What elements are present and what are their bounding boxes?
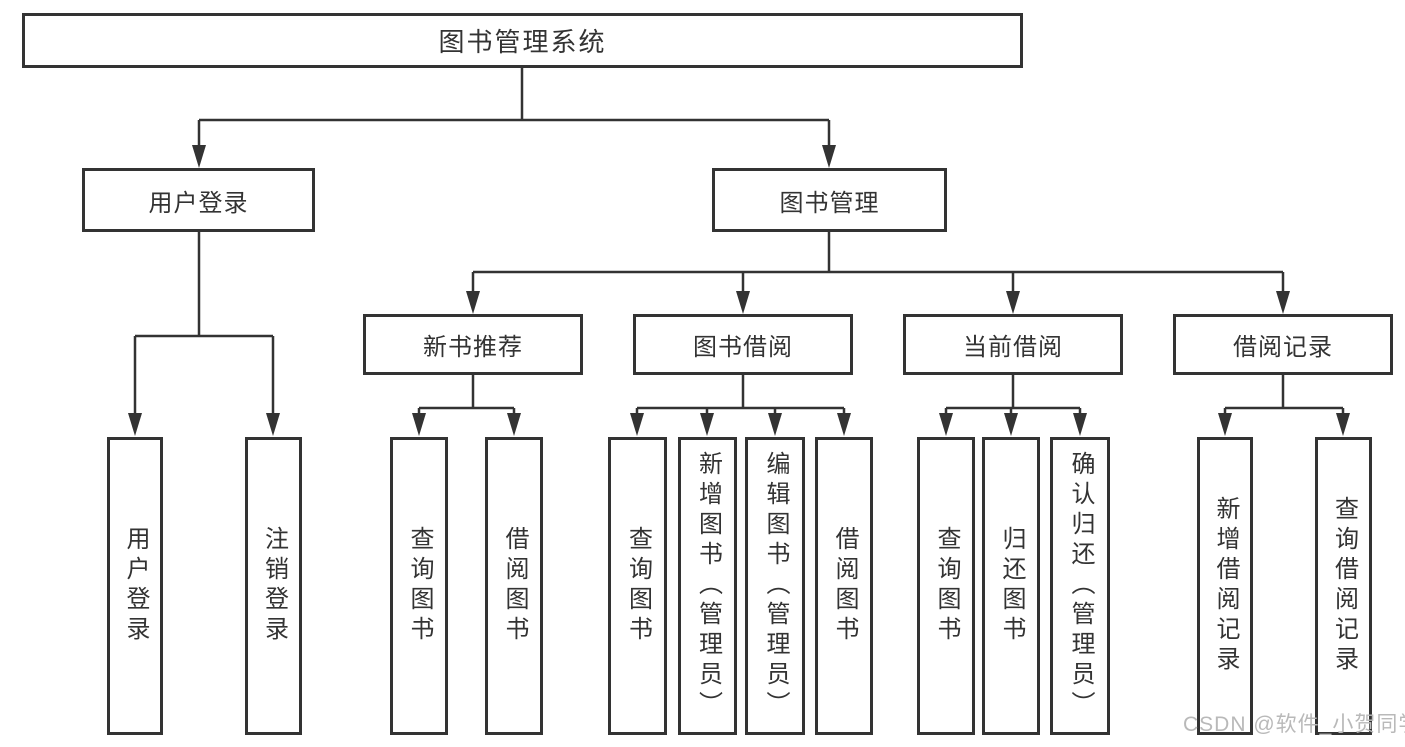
node-label: 图书借阅	[693, 334, 793, 361]
node-book-management-system: 图书管理系统	[22, 13, 1023, 68]
leaf-label: 借阅图书	[831, 526, 858, 646]
leaf-add-borrow-record: 新增借阅记录	[1197, 437, 1253, 735]
connector-book-borrowing-to-leaves	[630, 375, 851, 436]
connector-book-mgmt-to-level3	[466, 232, 1290, 314]
node-label: 图书管理系统	[438, 27, 607, 57]
connector-borrowing-records-to-leaves	[1218, 375, 1350, 436]
node-label: 新书推荐	[423, 334, 523, 361]
leaf-label: 借阅图书	[501, 526, 528, 646]
node-borrowing-records: 借阅记录	[1173, 314, 1393, 375]
leaf-query-books-recommend: 查询图书	[390, 437, 448, 735]
leaf-label: 新增图书（管理员）	[694, 451, 722, 721]
leaf-edit-book-admin: 编辑图书（管理员）	[745, 437, 805, 735]
node-label: 当前借阅	[963, 334, 1063, 361]
leaf-user-login: 用户登录	[107, 437, 163, 735]
leaf-label: 查询图书	[624, 526, 652, 646]
node-user-login: 用户登录	[82, 168, 315, 232]
leaf-confirm-return-admin: 确认归还（管理员）	[1050, 437, 1110, 735]
leaf-borrow-books-recommend: 借阅图书	[485, 437, 543, 735]
leaf-label: 用户登录	[122, 526, 149, 646]
node-current-borrowing: 当前借阅	[903, 314, 1123, 375]
leaf-borrow-books-borrowing: 借阅图书	[815, 437, 873, 735]
leaf-label: 归还图书	[998, 526, 1025, 646]
node-label: 用户登录	[148, 189, 249, 217]
leaf-label: 新增借阅记录	[1212, 496, 1239, 676]
leaf-query-books-current: 查询图书	[917, 437, 975, 735]
connector-root-to-level2	[192, 68, 836, 168]
leaf-label: 编辑图书（管理员）	[762, 451, 789, 721]
connector-new-book-recommend-to-leaves	[412, 375, 521, 436]
leaf-query-borrow-record: 查询借阅记录	[1315, 437, 1372, 735]
leaf-label: 确认归还（管理员）	[1067, 451, 1094, 721]
node-book-management: 图书管理	[712, 168, 947, 232]
node-new-book-recommend: 新书推荐	[363, 314, 583, 375]
leaf-label: 查询借阅记录	[1330, 496, 1358, 676]
connector-user-login-to-leaves	[128, 232, 280, 436]
leaf-logout: 注销登录	[245, 437, 302, 735]
node-label: 借阅记录	[1233, 334, 1333, 361]
leaf-query-books-borrowing: 查询图书	[608, 437, 667, 735]
csdn-watermark: CSDN @软件_小贺同学	[1183, 713, 1405, 736]
leaf-add-book-admin: 新增图书（管理员）	[678, 437, 737, 735]
leaf-label: 注销登录	[260, 526, 288, 646]
node-label: 图书管理	[779, 189, 880, 217]
leaf-return-book: 归还图书	[982, 437, 1040, 735]
connector-current-borrowing-to-leaves	[939, 375, 1087, 436]
leaf-label: 查询图书	[406, 526, 433, 646]
leaf-label: 查询图书	[933, 526, 960, 646]
node-book-borrowing: 图书借阅	[633, 314, 853, 375]
